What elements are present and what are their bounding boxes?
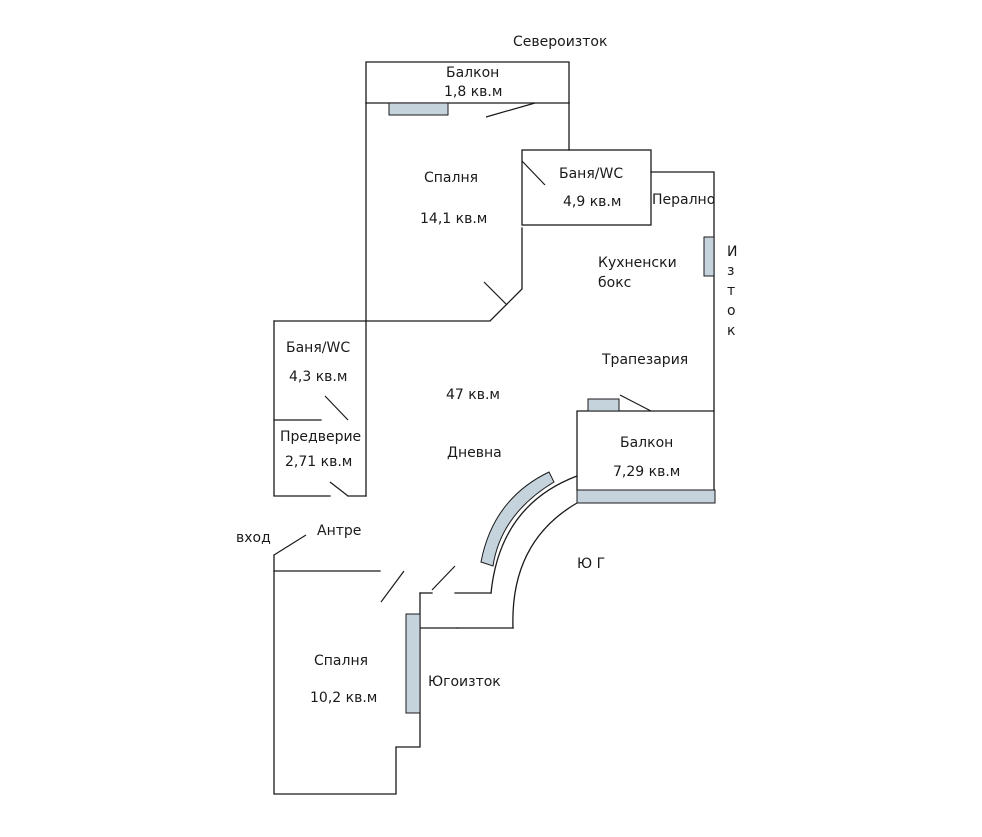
window-balcony-east-bottom	[576, 489, 716, 504]
label-east: И з т о к	[727, 244, 737, 339]
label-east-1: И	[727, 244, 737, 260]
door-hall	[431, 565, 456, 591]
label-vestibule-area: 2,71 кв.м	[285, 454, 352, 470]
label-living-area: 47 кв.м	[446, 387, 500, 403]
east-wall	[650, 171, 715, 412]
label-kitchenette-2: бокс	[598, 275, 631, 291]
door-entrance	[273, 534, 307, 556]
door-balcony-north	[485, 102, 536, 118]
label-south: Ю Г	[577, 556, 605, 572]
door-bath-north	[521, 160, 546, 186]
window-balcony-east-top	[587, 398, 620, 412]
label-hall: Антре	[317, 523, 361, 539]
label-east-2: з	[727, 263, 734, 279]
label-balcony-north-name: Балкон	[446, 65, 499, 81]
label-living-name: Дневна	[447, 445, 502, 461]
window-balcony-north	[388, 102, 449, 116]
door-bath-west	[324, 395, 349, 421]
bedroom-north-walls	[273, 102, 570, 322]
label-bedroom-south-name: Спалня	[314, 653, 368, 669]
door-bedroom-north	[483, 281, 508, 306]
label-dining: Трапезария	[601, 352, 688, 368]
label-bedroom-north-name: Спалня	[424, 170, 478, 186]
label-entrance: вход	[236, 530, 271, 546]
label-east-3: т	[727, 283, 735, 299]
window-curved	[480, 471, 555, 567]
label-kitchenette-1: Кухненски	[598, 255, 677, 271]
door-bedroom-south	[380, 570, 405, 603]
door-vestibule	[329, 481, 349, 497]
label-bath-west-area: 4,3 кв.м	[289, 369, 347, 385]
label-balcony-north-area: 1,8 кв.м	[444, 84, 502, 100]
bath-north	[521, 149, 652, 226]
window-bedroom-south	[405, 613, 421, 714]
window-kitchen	[703, 236, 715, 277]
label-bath-north-area: 4,9 кв.м	[563, 194, 621, 210]
label-vestibule-name: Предверие	[280, 429, 361, 445]
label-balcony-east-area: 7,29 кв.м	[613, 464, 680, 480]
label-bedroom-north-area: 14,1 кв.м	[420, 211, 487, 227]
label-balcony-east-name: Балкон	[620, 435, 673, 451]
balcony-east	[576, 410, 715, 491]
label-east-4: о	[727, 303, 736, 319]
bath-west	[273, 320, 367, 497]
label-bath-north-name: Баня/WC	[559, 166, 623, 182]
label-laundry: Перално	[652, 192, 715, 208]
curved-wall	[454, 475, 578, 629]
label-bedroom-south-area: 10,2 кв.м	[310, 690, 377, 706]
door-balcony-east	[619, 394, 652, 412]
label-northeast: Североизток	[513, 34, 607, 50]
label-southeast: Югоизток	[428, 674, 501, 690]
label-bath-west-name: Баня/WC	[286, 340, 350, 356]
bedroom-south	[273, 554, 433, 795]
label-east-5: к	[727, 323, 735, 339]
